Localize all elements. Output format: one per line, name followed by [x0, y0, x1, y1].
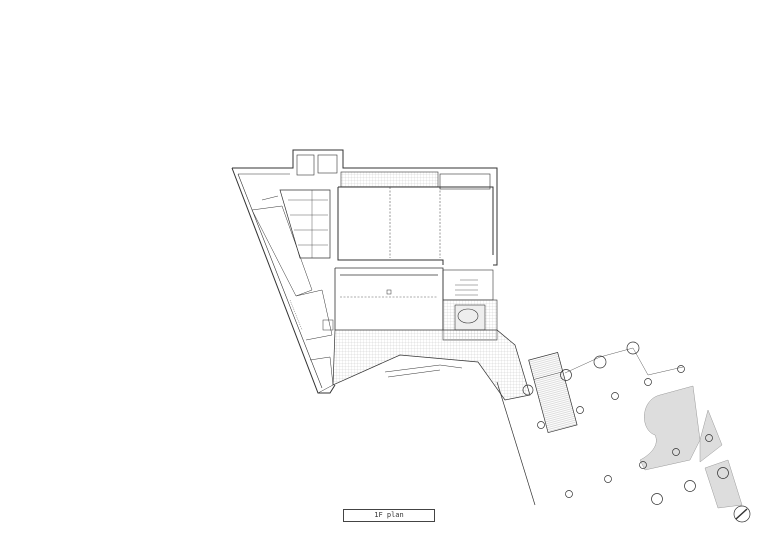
drawing-title: 1F plan [343, 509, 435, 522]
terrace [332, 329, 531, 401]
building-outline [231, 149, 498, 394]
elevator [317, 154, 338, 174]
stair-top [296, 154, 315, 176]
service-core [279, 189, 331, 259]
hall-south [334, 267, 444, 330]
main-rooms [337, 186, 494, 265]
hatched-strip [340, 171, 439, 188]
north-arrow-icon [733, 505, 751, 523]
landscape-area [639, 385, 701, 471]
columns [522, 341, 729, 505]
exterior-stair [528, 351, 578, 434]
room-northeast [439, 173, 491, 190]
